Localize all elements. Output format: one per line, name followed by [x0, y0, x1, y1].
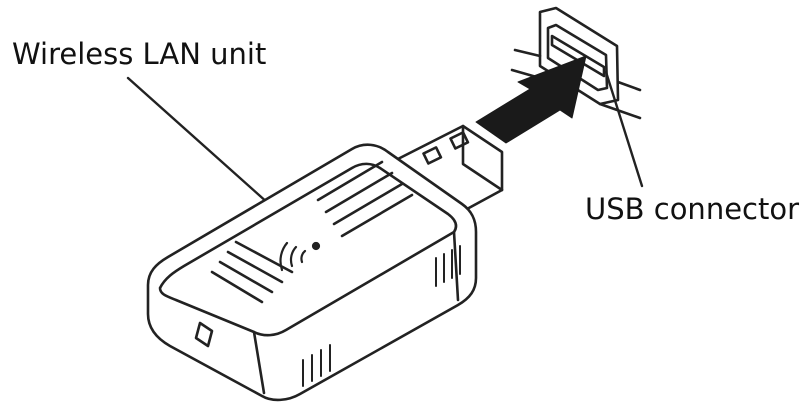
- wall-edge-1: [513, 48, 542, 58]
- port-opening: [546, 23, 609, 92]
- wireless-icon: [279, 241, 321, 272]
- usb-port: [510, 6, 642, 120]
- groove-bottom-4: [234, 240, 294, 274]
- unit-top-face: [158, 162, 458, 337]
- wireless-lan-unit: [146, 124, 504, 402]
- wall-edge-3: [616, 80, 642, 92]
- groove-bottom-3: [226, 250, 284, 284]
- groove-bottom-1: [210, 270, 264, 304]
- groove-top-1: [316, 160, 384, 202]
- front-vents: [302, 344, 331, 387]
- usb-plug-hole-1: [422, 146, 443, 165]
- usb-plug-hole-2: [449, 131, 470, 150]
- port-tongue: [550, 34, 606, 78]
- unit-side-edge: [452, 230, 460, 302]
- usb-connector-leader: [604, 70, 644, 188]
- usb-connector-label: USB connector: [585, 192, 800, 226]
- wall-edge-4: [598, 102, 642, 120]
- led-notch: [194, 321, 214, 348]
- groove-bottom-2: [218, 260, 274, 294]
- groove-top-3: [332, 182, 404, 226]
- groove-top-2: [324, 171, 394, 214]
- wireless-lan-leader: [126, 76, 280, 214]
- groove-top-4: [340, 193, 414, 238]
- unit-body: [146, 143, 478, 402]
- side-vents: [435, 245, 461, 287]
- port-housing: [538, 6, 620, 106]
- insert-arrow: [475, 55, 587, 144]
- wireless-lan-unit-label: Wireless LAN unit: [12, 37, 267, 71]
- usb-plug-top-edge: [461, 124, 504, 192]
- unit-front-edge: [252, 330, 266, 395]
